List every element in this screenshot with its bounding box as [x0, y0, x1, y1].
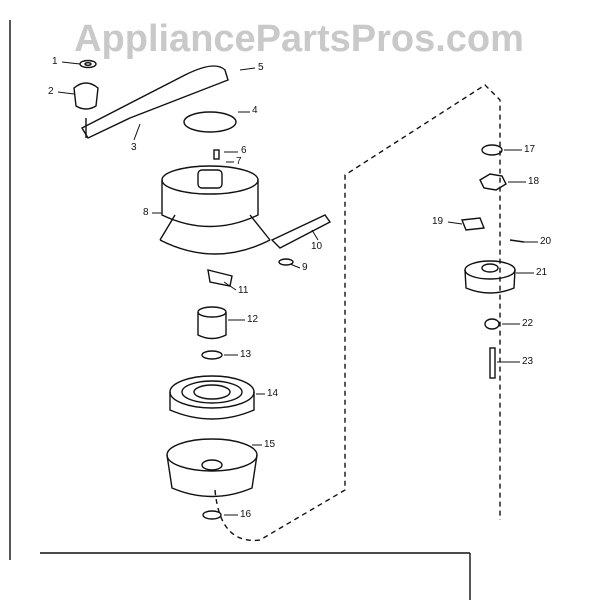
label-22: 22 — [522, 318, 534, 329]
part-15-cup — [166, 438, 258, 472]
label-20: 20 — [540, 236, 552, 247]
part-19-clip — [461, 217, 485, 231]
part-9-washer — [278, 258, 294, 266]
part-4-ring — [183, 111, 237, 133]
label-11: 11 — [238, 285, 249, 296]
label-2: 2 — [48, 86, 54, 97]
part-12-gear — [197, 306, 227, 318]
label-12: 12 — [247, 314, 259, 325]
label-19: 19 — [432, 216, 444, 227]
part-1-washer — [79, 59, 97, 69]
label-9: 9 — [302, 262, 308, 273]
label-15: 15 — [264, 439, 276, 450]
label-7: 7 — [236, 156, 242, 167]
part-23-pin — [489, 347, 496, 379]
label-8: 8 — [143, 207, 149, 218]
part-16-washer — [202, 510, 222, 520]
part-2-knob — [73, 82, 99, 110]
part-20-screw — [509, 239, 525, 243]
label-17: 17 — [524, 144, 536, 155]
label-4: 4 — [252, 105, 258, 116]
label-14: 14 — [267, 388, 279, 399]
label-3: 3 — [131, 142, 137, 153]
label-16: 16 — [240, 509, 252, 520]
part-6-screw — [213, 149, 220, 160]
watermark: AppliancePartsPros.com — [74, 18, 524, 60]
label-6: 6 — [241, 145, 247, 156]
label-13: 13 — [240, 349, 252, 360]
part-10-bracket — [270, 214, 332, 249]
label-5: 5 — [258, 62, 264, 73]
label-23: 23 — [522, 356, 534, 367]
label-10: 10 — [311, 241, 323, 252]
part-3-lever — [81, 65, 229, 139]
part-13-washer — [201, 350, 223, 360]
label-1: 1 — [52, 56, 58, 67]
part-17-washer — [481, 144, 503, 156]
part-11-clip — [207, 269, 233, 287]
label-21: 21 — [536, 267, 548, 278]
label-18: 18 — [528, 176, 540, 187]
belt-route-dashed — [214, 84, 501, 542]
part-18-nut — [479, 173, 507, 191]
part-22-spring — [484, 318, 500, 330]
